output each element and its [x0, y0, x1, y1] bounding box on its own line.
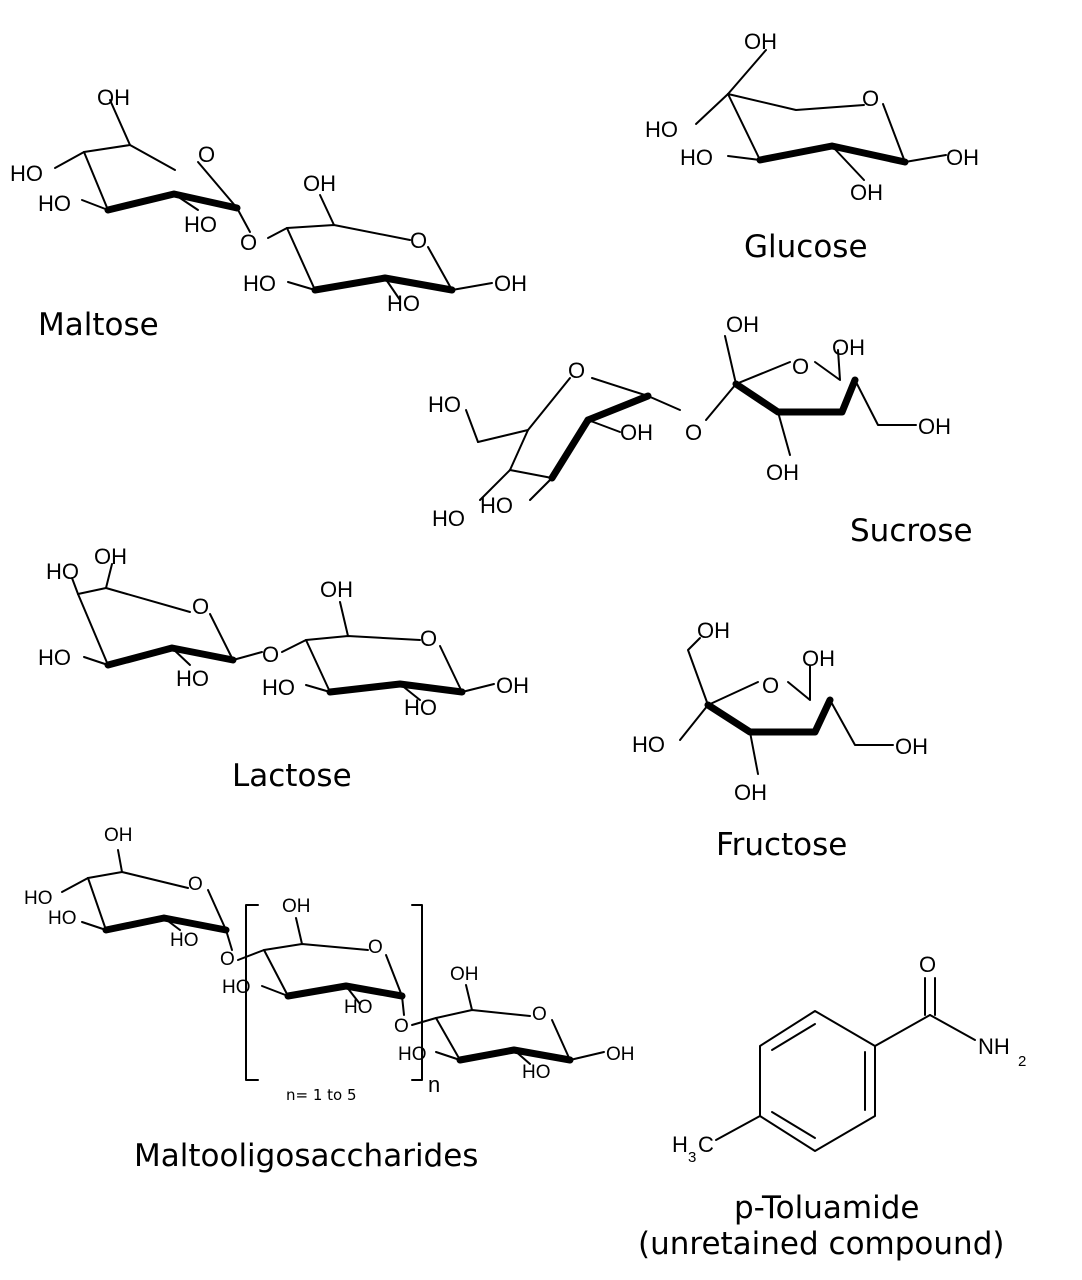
lactose-ring-o-1: O	[192, 594, 209, 619]
toluamide-h: H	[672, 1132, 688, 1157]
fructose-ring-o: O	[762, 673, 779, 698]
lactose-oh-1: OH	[94, 544, 127, 569]
maltooligosaccharides-name: Maltooligosaccharides	[134, 1138, 478, 1174]
maltose-ho-2: HO	[38, 191, 71, 216]
glucose-structure: OH HO HO O OH OH	[645, 29, 979, 205]
glucose-ho-2: HO	[680, 145, 713, 170]
malto-oh-4: OH	[606, 1044, 635, 1065]
lactose-ho-4: HO	[262, 675, 295, 700]
maltose-ho-1: HO	[10, 161, 43, 186]
toluamide-c: C	[698, 1132, 714, 1157]
sucrose-ho-2: HO	[432, 506, 465, 531]
sucrose-oh-1: OH	[620, 420, 653, 445]
malto-ho-3: HO	[170, 930, 199, 951]
lactose-ring-o-2: O	[420, 626, 437, 651]
malto-ho-2: HO	[48, 908, 77, 929]
fructose-structure: OH O OH HO OH OH	[632, 618, 928, 805]
malto-ring-o-2: O	[368, 937, 383, 958]
p-toluamide-structure: O NH 2 H 3 C	[672, 952, 1026, 1166]
maltose-ring-o-2: O	[410, 228, 427, 253]
malto-bridge-o-1: O	[220, 949, 235, 970]
toluamide-nh: NH	[978, 1034, 1010, 1059]
maltooligosaccharides-structure: OH HO HO HO O O OH O HO HO O n O	[24, 825, 635, 1097]
maltose-oh-1: OH	[97, 85, 130, 110]
glucose-ring-o: O	[862, 86, 879, 111]
sucrose-oh-4: OH	[918, 414, 951, 439]
glucose-oh-1: OH	[744, 29, 777, 54]
fructose-ho-1: HO	[632, 732, 665, 757]
sucrose-oh-2: OH	[726, 312, 759, 337]
maltose-structure: OH HO HO HO O O OH HO HO O OH	[10, 85, 527, 316]
maltose-ho-4: HO	[243, 271, 276, 296]
sucrose-bridge-o: O	[685, 420, 702, 445]
fructose-oh-1: OH	[697, 618, 730, 643]
malto-ring-o-1: O	[188, 874, 203, 895]
lactose-ho-5: HO	[404, 695, 437, 720]
sucrose-name: Sucrose	[850, 513, 973, 549]
glucose-oh-3: OH	[850, 180, 883, 205]
fructose-name: Fructose	[716, 827, 847, 863]
malto-ho-6: HO	[398, 1044, 427, 1065]
lactose-name: Lactose	[232, 758, 352, 794]
malto-oh-3: OH	[450, 964, 479, 985]
sucrose-ho-3: HO	[480, 493, 513, 518]
lactose-ho-1: HO	[46, 559, 79, 584]
malto-subscript-n: n	[428, 1072, 440, 1097]
toluamide-nh-subscript: 2	[1018, 1053, 1026, 1070]
malto-ho-5: HO	[344, 997, 373, 1018]
maltose-ho-3: HO	[184, 212, 217, 237]
sucrose-ring-o-1: O	[568, 358, 585, 383]
lactose-oh-3: OH	[496, 673, 529, 698]
sucrose-oh-3: OH	[832, 335, 865, 360]
fructose-oh-2: OH	[802, 646, 835, 671]
fructose-oh-4: OH	[895, 734, 928, 759]
maltose-bridge-o: O	[240, 230, 257, 255]
toluamide-note: (unretained compound)	[638, 1226, 1004, 1262]
sucrose-ring-o-2: O	[792, 354, 809, 379]
lactose-structure: HO OH HO HO O O OH O HO HO OH	[38, 544, 529, 720]
lactose-ho-3: HO	[176, 666, 209, 691]
toluamide-name: p-Toluamide	[734, 1190, 919, 1226]
sucrose-structure: HO HO HO O OH O OH O OH OH OH	[428, 312, 951, 531]
lactose-ho-2: HO	[38, 645, 71, 670]
malto-bridge-o-2: O	[394, 1016, 409, 1037]
maltose-ring-o-1: O	[198, 142, 215, 167]
fructose-oh-3: OH	[734, 780, 767, 805]
maltose-oh-3: OH	[494, 271, 527, 296]
maltooligo-repeat-note: n= 1 to 5	[286, 1086, 357, 1104]
maltose-ho-5: HO	[387, 291, 420, 316]
maltose-oh-2: OH	[303, 171, 336, 196]
lactose-oh-2: OH	[320, 577, 353, 602]
malto-oh-2: OH	[282, 896, 311, 917]
sucrose-ho-1: HO	[428, 392, 461, 417]
sucrose-oh-5: OH	[766, 460, 799, 485]
glucose-oh-2: OH	[946, 145, 979, 170]
glucose-name: Glucose	[744, 229, 868, 265]
toluamide-h-subscript: 3	[688, 1149, 696, 1166]
maltose-name: Maltose	[38, 307, 159, 343]
malto-ho-1: HO	[24, 888, 53, 909]
lactose-bridge-o: O	[262, 642, 279, 667]
malto-ring-o-3: O	[532, 1004, 547, 1025]
malto-ho-7: HO	[522, 1062, 551, 1083]
toluamide-o: O	[919, 952, 936, 977]
malto-oh-1: OH	[104, 825, 133, 846]
malto-ho-4: HO	[222, 977, 251, 998]
glucose-ho-1: HO	[645, 117, 678, 142]
